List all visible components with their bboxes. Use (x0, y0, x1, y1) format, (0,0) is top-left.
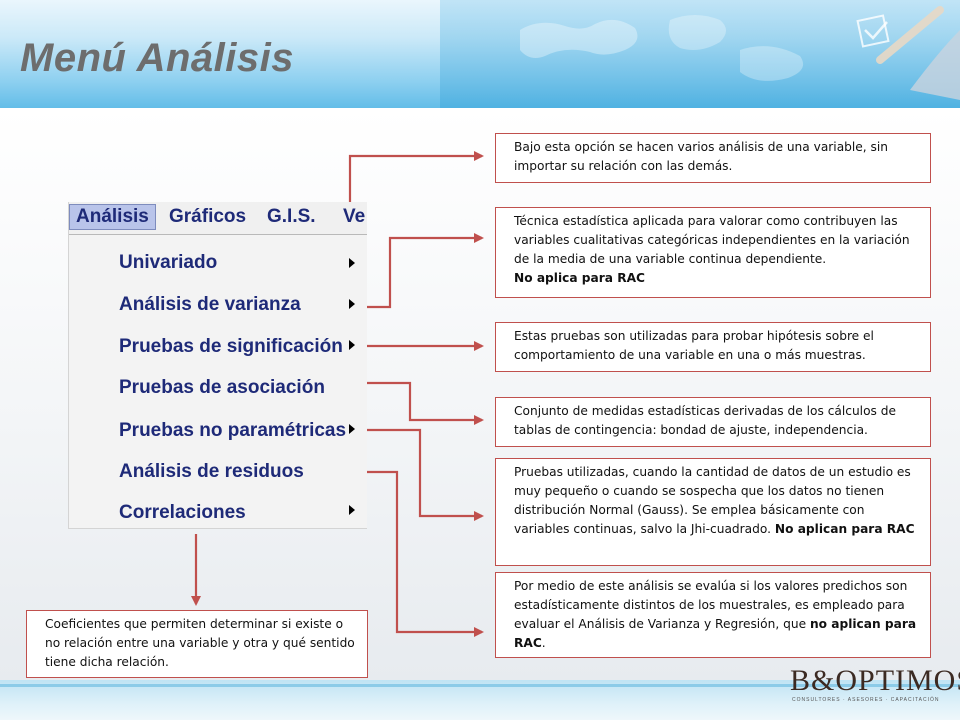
desc-analisis-varianza: Técnica estadística aplicada para valora… (495, 207, 931, 298)
submenu-arrow-icon (349, 505, 355, 515)
menubar-item-ver[interactable]: Ve (343, 206, 366, 227)
desc-univariado-text: Bajo esta opción se hacen varios análisi… (514, 140, 888, 173)
desc-pruebas-asociacion: Conjunto de medidas estadísticas derivad… (495, 397, 931, 447)
desc-varianza-text: Técnica estadística aplicada para valora… (514, 214, 910, 266)
menubar-item-analisis[interactable]: Análisis (69, 204, 156, 230)
world-map-graphic (440, 0, 960, 108)
desc-asociacion-text: Conjunto de medidas estadísticas derivad… (514, 404, 896, 437)
arrow-asociacion (325, 381, 484, 425)
menu-item-correlaciones[interactable]: Correlaciones (119, 502, 246, 523)
desc-pruebas-significacion: Estas pruebas son utilizadas para probar… (495, 322, 931, 372)
desc-noparametricas-text: Pruebas utilizadas, cuando la cantidad d… (514, 465, 911, 536)
submenu-arrow-icon (349, 340, 355, 350)
menu-item-pruebas-no-parametricas[interactable]: Pruebas no paramétricas (119, 420, 347, 441)
menu-item-pruebas-asociacion[interactable]: Pruebas de asociación (119, 377, 325, 398)
desc-residuos-text: Por medio de este análisis se evalúa si … (514, 579, 908, 631)
desc-significacion-text: Estas pruebas son utilizadas para probar… (514, 329, 874, 362)
desc-residuos-end: . (541, 636, 546, 650)
submenu-arrow-icon (349, 299, 355, 309)
desc-noparametricas-note: No aplican para RAC (774, 522, 915, 536)
submenu-arrow-icon (349, 258, 355, 268)
menubar-item-graficos[interactable]: Gráficos (169, 206, 247, 227)
page-title: Menú Análisis (20, 36, 294, 80)
desc-varianza-note: No aplica para RAC (514, 271, 645, 285)
analysis-menu: Análisis Gráficos G.I.S. Ve Univariado A… (68, 202, 367, 529)
desc-residuos-note: no aplican para RAC (514, 617, 917, 650)
header-banner: Menú Análisis (0, 0, 960, 108)
menu-item-analisis-varianza[interactable]: Análisis de varianza (119, 294, 301, 315)
desc-univariado: Bajo esta opción se hacen varios análisi… (495, 133, 931, 183)
company-logo: B&OPTIMOS (790, 664, 960, 697)
menu-item-pruebas-significacion[interactable]: Pruebas de significación (119, 336, 343, 357)
arrow-noparametricas (345, 428, 484, 521)
company-logo-tagline: CONSULTORES · ASESORES · CAPACITACIÓN (792, 697, 940, 703)
desc-correlaciones: Coeficientes que permiten determinar si … (26, 610, 368, 678)
footer-rule (0, 684, 960, 687)
desc-analisis-residuos: Por medio de este análisis se evalúa si … (495, 572, 931, 658)
desc-pruebas-no-parametricas: Pruebas utilizadas, cuando la cantidad d… (495, 458, 931, 566)
desc-correlaciones-text: Coeficientes que permiten determinar si … (45, 617, 355, 669)
menu-item-analisis-residuos[interactable]: Análisis de residuos (119, 461, 304, 482)
menubar-item-gis[interactable]: G.I.S. (267, 206, 316, 227)
menubar: Análisis Gráficos G.I.S. Ve (69, 202, 367, 235)
submenu-arrow-icon (349, 424, 355, 434)
menu-item-univariado[interactable]: Univariado (119, 252, 218, 273)
